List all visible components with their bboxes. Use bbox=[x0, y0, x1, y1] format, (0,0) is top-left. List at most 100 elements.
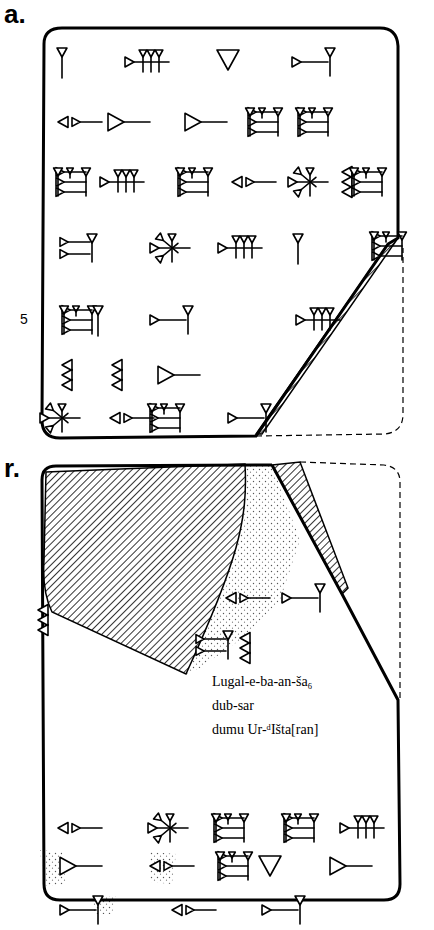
wedge-tail bbox=[158, 407, 180, 409]
wedge-tail bbox=[285, 822, 287, 842]
wedge-head bbox=[60, 250, 68, 259]
wedge-head bbox=[38, 615, 48, 626]
wedge-head bbox=[228, 413, 237, 423]
wedge-head bbox=[172, 905, 182, 916]
wedge-head bbox=[154, 836, 162, 843]
stipple-area bbox=[40, 850, 176, 914]
wedge-tail bbox=[150, 57, 152, 72]
wedge-tail bbox=[373, 240, 375, 260]
wedge-tail bbox=[360, 181, 382, 183]
wedge-tail bbox=[329, 57, 331, 76]
wedge-head bbox=[292, 57, 301, 67]
wedge-head bbox=[342, 177, 352, 188]
wedge-tail bbox=[179, 176, 181, 196]
wedge-head bbox=[148, 823, 157, 833]
wedge-tail bbox=[291, 597, 318, 599]
wedge-head bbox=[293, 234, 303, 243]
wedge-tail bbox=[219, 860, 221, 880]
wedge-tail bbox=[157, 827, 188, 829]
wedge-tail bbox=[346, 865, 372, 867]
wedge-head bbox=[383, 232, 390, 238]
wedge-tail bbox=[61, 57, 63, 78]
wedge-head bbox=[150, 243, 159, 253]
wedge-tail bbox=[222, 837, 244, 839]
wedge-tail bbox=[172, 865, 194, 867]
wedge-head bbox=[108, 113, 124, 131]
wedge-head bbox=[93, 896, 103, 905]
wedge-head bbox=[340, 823, 349, 833]
wedge-head bbox=[125, 57, 134, 67]
wedge-head bbox=[58, 117, 68, 128]
wedge-head bbox=[282, 814, 291, 822]
seal-legend: dub-sar bbox=[212, 698, 254, 713]
wedge-tail bbox=[277, 116, 279, 136]
wedge-tail bbox=[357, 823, 359, 838]
wedge-tail bbox=[301, 177, 316, 189]
reconstructed-edge bbox=[300, 462, 400, 700]
wedge-tail bbox=[243, 822, 245, 842]
wedge-head bbox=[196, 647, 204, 656]
wedge-tail bbox=[251, 243, 253, 258]
wedge-head bbox=[189, 168, 196, 174]
wedge-tail bbox=[57, 176, 59, 196]
wedge-head bbox=[161, 404, 168, 410]
wedge-head bbox=[330, 857, 346, 875]
wedge-head bbox=[232, 236, 240, 243]
wedge-tail bbox=[125, 177, 127, 192]
wedge-tail bbox=[222, 817, 244, 819]
reconstructed-edge bbox=[256, 248, 403, 436]
wedge-head bbox=[362, 816, 370, 823]
wedge-tail bbox=[306, 111, 328, 113]
wedge-tail bbox=[64, 181, 86, 183]
wedge-tail bbox=[80, 827, 102, 829]
wedge-head bbox=[240, 643, 250, 654]
wedge-tail bbox=[248, 597, 270, 599]
wedge-tail bbox=[329, 315, 331, 330]
wedge-head bbox=[54, 168, 63, 176]
wedge-head bbox=[212, 814, 221, 822]
wedge-head bbox=[246, 108, 255, 116]
wedge-head bbox=[100, 177, 109, 187]
wedge-head bbox=[46, 426, 54, 433]
wedge-head bbox=[295, 814, 302, 820]
wedge-head bbox=[155, 50, 163, 57]
wedge-tail bbox=[306, 121, 328, 123]
tablet-outline bbox=[42, 28, 398, 438]
wedge-tail bbox=[91, 314, 93, 334]
wedge-head bbox=[225, 814, 232, 820]
wedge-tail bbox=[169, 821, 171, 842]
wedge-head bbox=[73, 306, 80, 312]
wedge-head bbox=[240, 594, 248, 603]
wedge-head bbox=[232, 177, 242, 188]
wedge-tail bbox=[61, 411, 63, 432]
wedge-tail bbox=[271, 909, 298, 911]
wedge-head bbox=[114, 170, 122, 177]
wedge-tail bbox=[365, 823, 367, 838]
wedge-tail bbox=[401, 240, 403, 260]
wedge-tail bbox=[68, 241, 90, 243]
wedge-tail bbox=[69, 174, 71, 178]
wedge-head bbox=[370, 232, 379, 240]
wedge-tail bbox=[163, 241, 178, 253]
wedge-head bbox=[196, 635, 204, 644]
wedge-tail bbox=[53, 411, 68, 423]
break-hatching bbox=[272, 462, 348, 594]
wedge-head bbox=[217, 50, 239, 70]
wedge-head bbox=[156, 256, 164, 263]
wedge-tail bbox=[163, 243, 178, 255]
wedge-head bbox=[262, 905, 271, 915]
wedge-tail bbox=[299, 116, 301, 136]
wedge-head bbox=[150, 861, 160, 872]
wedge-tail bbox=[161, 823, 176, 835]
wedge-head bbox=[216, 852, 225, 860]
wedge-head bbox=[318, 308, 326, 315]
wedge-head bbox=[62, 380, 72, 391]
wedge-tail bbox=[91, 243, 93, 262]
wedge-tail bbox=[70, 309, 92, 311]
wedge-tail bbox=[161, 821, 176, 833]
wedge-tail bbox=[299, 905, 301, 924]
wedge-head bbox=[326, 308, 334, 315]
wedge-tail bbox=[306, 131, 328, 133]
wedge-tail bbox=[380, 245, 402, 247]
wedge-head bbox=[158, 366, 174, 384]
